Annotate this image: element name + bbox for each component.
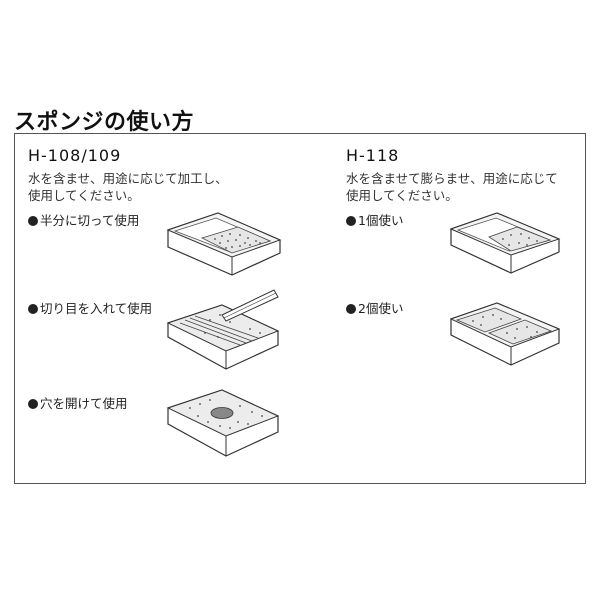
model-h118: H-118 bbox=[346, 146, 400, 165]
illustration-double-sponge-tray bbox=[449, 302, 561, 366]
left-description: 水を含ませ、用途に応じて加工し、 使用してください。 bbox=[28, 171, 228, 203]
usage-half-cut: 半分に切って使用 bbox=[28, 210, 139, 229]
bullet-icon bbox=[346, 304, 356, 314]
model-h108-109: H-108/109 bbox=[28, 146, 122, 165]
usage-label: 切り目を入れて使用 bbox=[40, 301, 153, 316]
illustration-hole-sponge bbox=[166, 389, 280, 457]
usage-label: 1個使い bbox=[358, 213, 404, 228]
right-description: 水を含ませて膨らませ、用途に応じて 使用してください。 bbox=[346, 171, 558, 203]
illustration-single-sponge-tray bbox=[449, 212, 561, 274]
bullet-icon bbox=[28, 399, 38, 409]
usage-single: 1個使い bbox=[346, 210, 403, 229]
page-title: スポンジの使い方 bbox=[14, 110, 195, 135]
bullet-icon bbox=[28, 304, 38, 314]
usage-double: 2個使い bbox=[346, 298, 403, 317]
illustration-half-sponge-tray bbox=[166, 212, 282, 276]
instructions-panel bbox=[14, 133, 586, 484]
usage-hole: 穴を開けて使用 bbox=[28, 393, 128, 412]
usage-label: 2個使い bbox=[358, 301, 404, 316]
bullet-icon bbox=[346, 216, 356, 226]
usage-slit: 切り目を入れて使用 bbox=[28, 298, 152, 317]
illustration-slit-sponge bbox=[166, 289, 280, 370]
bullet-icon bbox=[28, 216, 38, 226]
usage-label: 半分に切って使用 bbox=[40, 213, 140, 228]
usage-label: 穴を開けて使用 bbox=[40, 396, 128, 411]
